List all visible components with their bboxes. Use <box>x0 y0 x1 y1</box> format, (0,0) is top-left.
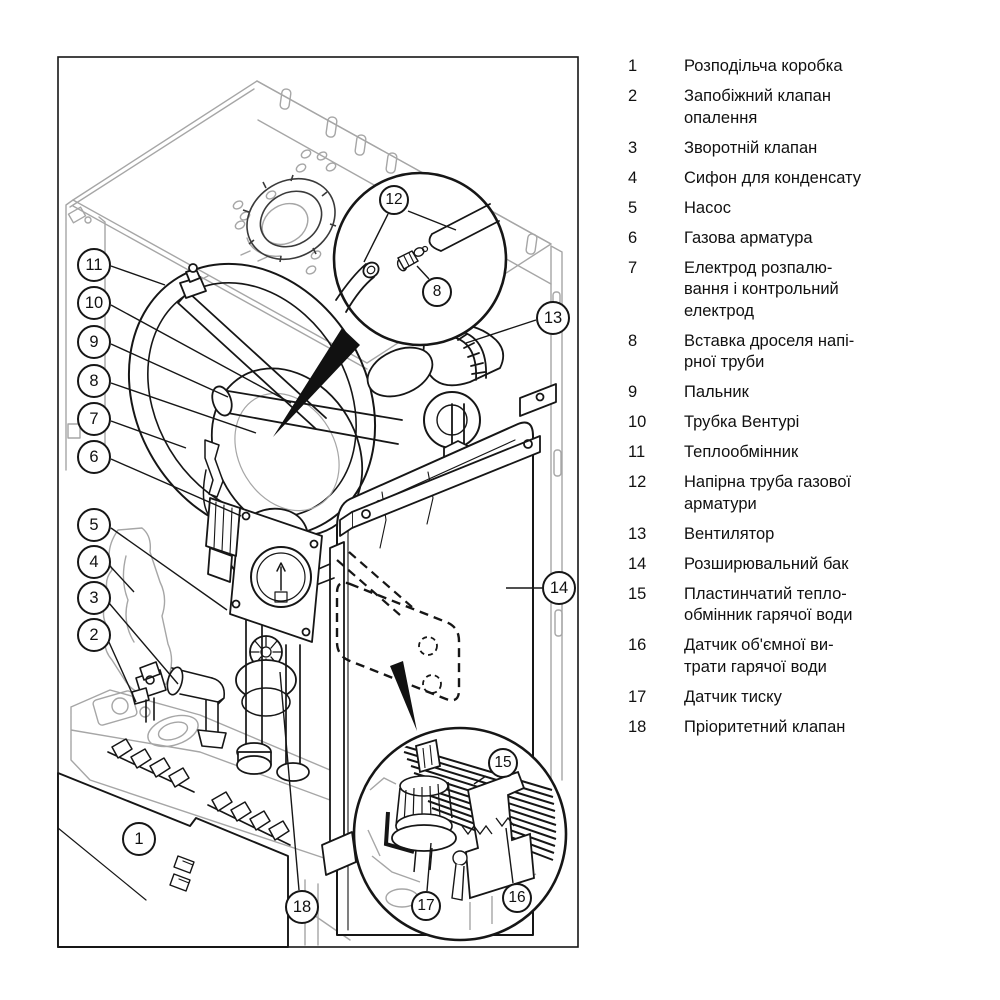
legend-item-6: 6 Газова арматура <box>628 228 918 250</box>
legend-item-number: 14 <box>628 554 647 573</box>
flow-sensor <box>451 770 535 901</box>
pressure-sensor <box>383 738 457 873</box>
legend-item-label: Газова арматура <box>684 228 813 247</box>
legend: 1 Розподільча коробка 2 Запобіжний клапан … <box>628 56 918 747</box>
legend-item-label: Пальник <box>684 383 749 401</box>
legend-item-13: 13 Вентилятор <box>628 524 918 546</box>
legend-item-number: 18 <box>628 717 647 736</box>
callout-4: 4 <box>77 545 111 579</box>
burner <box>211 385 403 445</box>
legend-item-label: Трубка Вентурі <box>684 413 800 431</box>
frame-upright <box>321 541 357 876</box>
callout-2: 2 <box>77 618 111 652</box>
legend-item-number: 6 <box>628 228 638 247</box>
legend-item-label: Сифон для конденсату <box>684 168 862 187</box>
legend-item-number: 1 <box>628 57 638 75</box>
legend-item-4: 4 Сифон для конденсату <box>628 168 918 190</box>
detail-circle-top <box>332 171 508 347</box>
legend-item-label: Електрод розпалю- вання і контрольний ел… <box>684 258 839 320</box>
callout-17: 17 <box>411 891 441 921</box>
ignition-electrode <box>202 439 224 515</box>
legend-item-14: 14 Розширювальний бак <box>628 554 918 576</box>
legend-item-number: 2 <box>628 87 638 105</box>
legend-item-number: 13 <box>628 524 647 543</box>
legend-item-18: 18 Пріоритетний клапан <box>628 717 918 739</box>
legend-item-label: Розширювальний бак <box>684 554 849 573</box>
legend-item-number: 11 <box>628 443 646 461</box>
legend-item-10: 10 Трубка Вентурі <box>628 412 918 434</box>
legend-item-label: Датчик об'ємної ви- трати гарячої води <box>684 636 834 676</box>
legend-item-number: 8 <box>628 331 638 350</box>
legend-item-label: Пластинчатий тепло- обмінник гарячої вод… <box>684 584 853 625</box>
hidden-plate-heat-exchanger <box>335 551 461 702</box>
callout-3: 3 <box>77 581 111 615</box>
legend-item-number: 4 <box>628 168 638 187</box>
callout-11: 11 <box>77 248 111 282</box>
magnifier-pointer-bottom <box>390 661 417 731</box>
callout-7: 7 <box>77 402 111 436</box>
callout-12: 12 <box>379 185 409 215</box>
legend-item-5: 5 Насос <box>628 198 918 220</box>
legend-item-label: Запобіжний клапан опалення <box>684 87 831 127</box>
callout-5: 5 <box>77 508 111 542</box>
legend-item-number: 15 <box>628 584 647 603</box>
mounting-bracket <box>339 383 557 537</box>
legend-item-number: 16 <box>628 636 647 654</box>
legend-item-number: 7 <box>628 258 638 277</box>
legend-item-label: Вентилятор <box>684 524 775 543</box>
callout-13: 13 <box>536 301 570 335</box>
detail-circle-bottom <box>352 726 568 942</box>
legend-item-label: Розподільча коробка <box>684 57 843 75</box>
legend-item-label: Пріоритетний клапан <box>684 717 846 736</box>
legend-item-12: 12 Напірна труба газової арматури <box>628 472 918 515</box>
legend-item-number: 5 <box>628 198 638 217</box>
legend-item-15: 15 Пластинчатий тепло- обмінник гарячої в… <box>628 584 918 627</box>
callout-9: 9 <box>77 325 111 359</box>
callout-6: 6 <box>77 440 111 474</box>
legend-item-number: 3 <box>628 138 638 157</box>
legend-item-number: 12 <box>628 473 647 491</box>
callout-10: 10 <box>77 286 111 320</box>
callout-18: 18 <box>285 890 319 924</box>
legend-item-label: Датчик тиску <box>684 687 782 706</box>
callout-8-detail: 8 <box>422 277 452 307</box>
magnifier-pointer-top <box>273 328 360 437</box>
legend-item-number: 17 <box>628 687 647 706</box>
legend-item-8: 8 Вставка дроселя напі- рної труби <box>628 331 918 374</box>
callout-15: 15 <box>488 748 518 778</box>
callout-8: 8 <box>77 364 111 398</box>
legend-item-9: 9 Пальник <box>628 382 918 404</box>
legend-item-label: Теплообмінник <box>684 443 799 461</box>
legend-item-11: 11 Теплообмінник <box>628 442 918 464</box>
legend-item-label: Насос <box>684 198 731 217</box>
legend-item-number: 10 <box>628 413 647 431</box>
legend-item-label: Напірна труба газової арматури <box>684 473 852 513</box>
legend-item-16: 16 Датчик об'ємної ви- трати гарячої води <box>628 635 918 678</box>
legend-item-1: 1 Розподільча коробка <box>628 56 918 78</box>
legend-item-label: Зворотній клапан <box>684 138 818 157</box>
flue-collar <box>242 174 337 263</box>
legend-item-2: 2 Запобіжний клапан опалення <box>628 86 918 129</box>
legend-item-3: 3 Зворотній клапан <box>628 138 918 160</box>
legend-item-7: 7 Електрод розпалю- вання і контрольний е… <box>628 258 918 323</box>
safety-valve <box>131 661 167 723</box>
legend-item-label: Вставка дроселя напі- рної труби <box>684 331 855 372</box>
legend-item-17: 17 Датчик тиску <box>628 687 918 709</box>
leader-lines <box>107 265 542 891</box>
legend-item-number: 9 <box>628 383 638 401</box>
control-box <box>57 738 291 948</box>
callout-14: 14 <box>542 571 576 605</box>
callout-1: 1 <box>122 822 156 856</box>
callout-16: 16 <box>502 883 532 913</box>
